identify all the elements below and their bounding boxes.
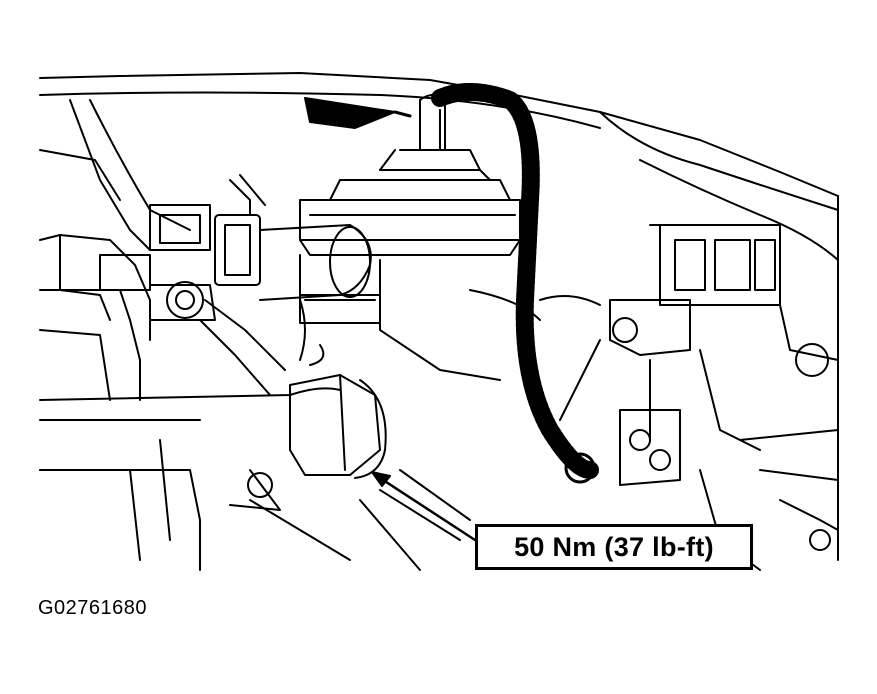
- right-fitting: [795, 343, 829, 377]
- figure-id: G02761680: [38, 597, 148, 619]
- flow-arrow: [304, 97, 396, 129]
- upper-body-outline: [39, 72, 839, 197]
- wiring-loom: [431, 82, 599, 479]
- torque-label: 50 Nm (37 lb-ft): [514, 531, 714, 562]
- right-upper-panel: [599, 111, 839, 211]
- left-bracket: [69, 99, 151, 251]
- left-bolt: [166, 281, 204, 319]
- coolant-tube: [259, 224, 372, 301]
- egr-valve-body: [299, 199, 521, 241]
- torque-callout: 50 Nm (37 lb-ft): [475, 524, 753, 570]
- hex-nut: [289, 374, 381, 476]
- right-connector: [659, 224, 781, 306]
- callout-leader: [378, 476, 477, 542]
- lower-hose: [39, 387, 341, 401]
